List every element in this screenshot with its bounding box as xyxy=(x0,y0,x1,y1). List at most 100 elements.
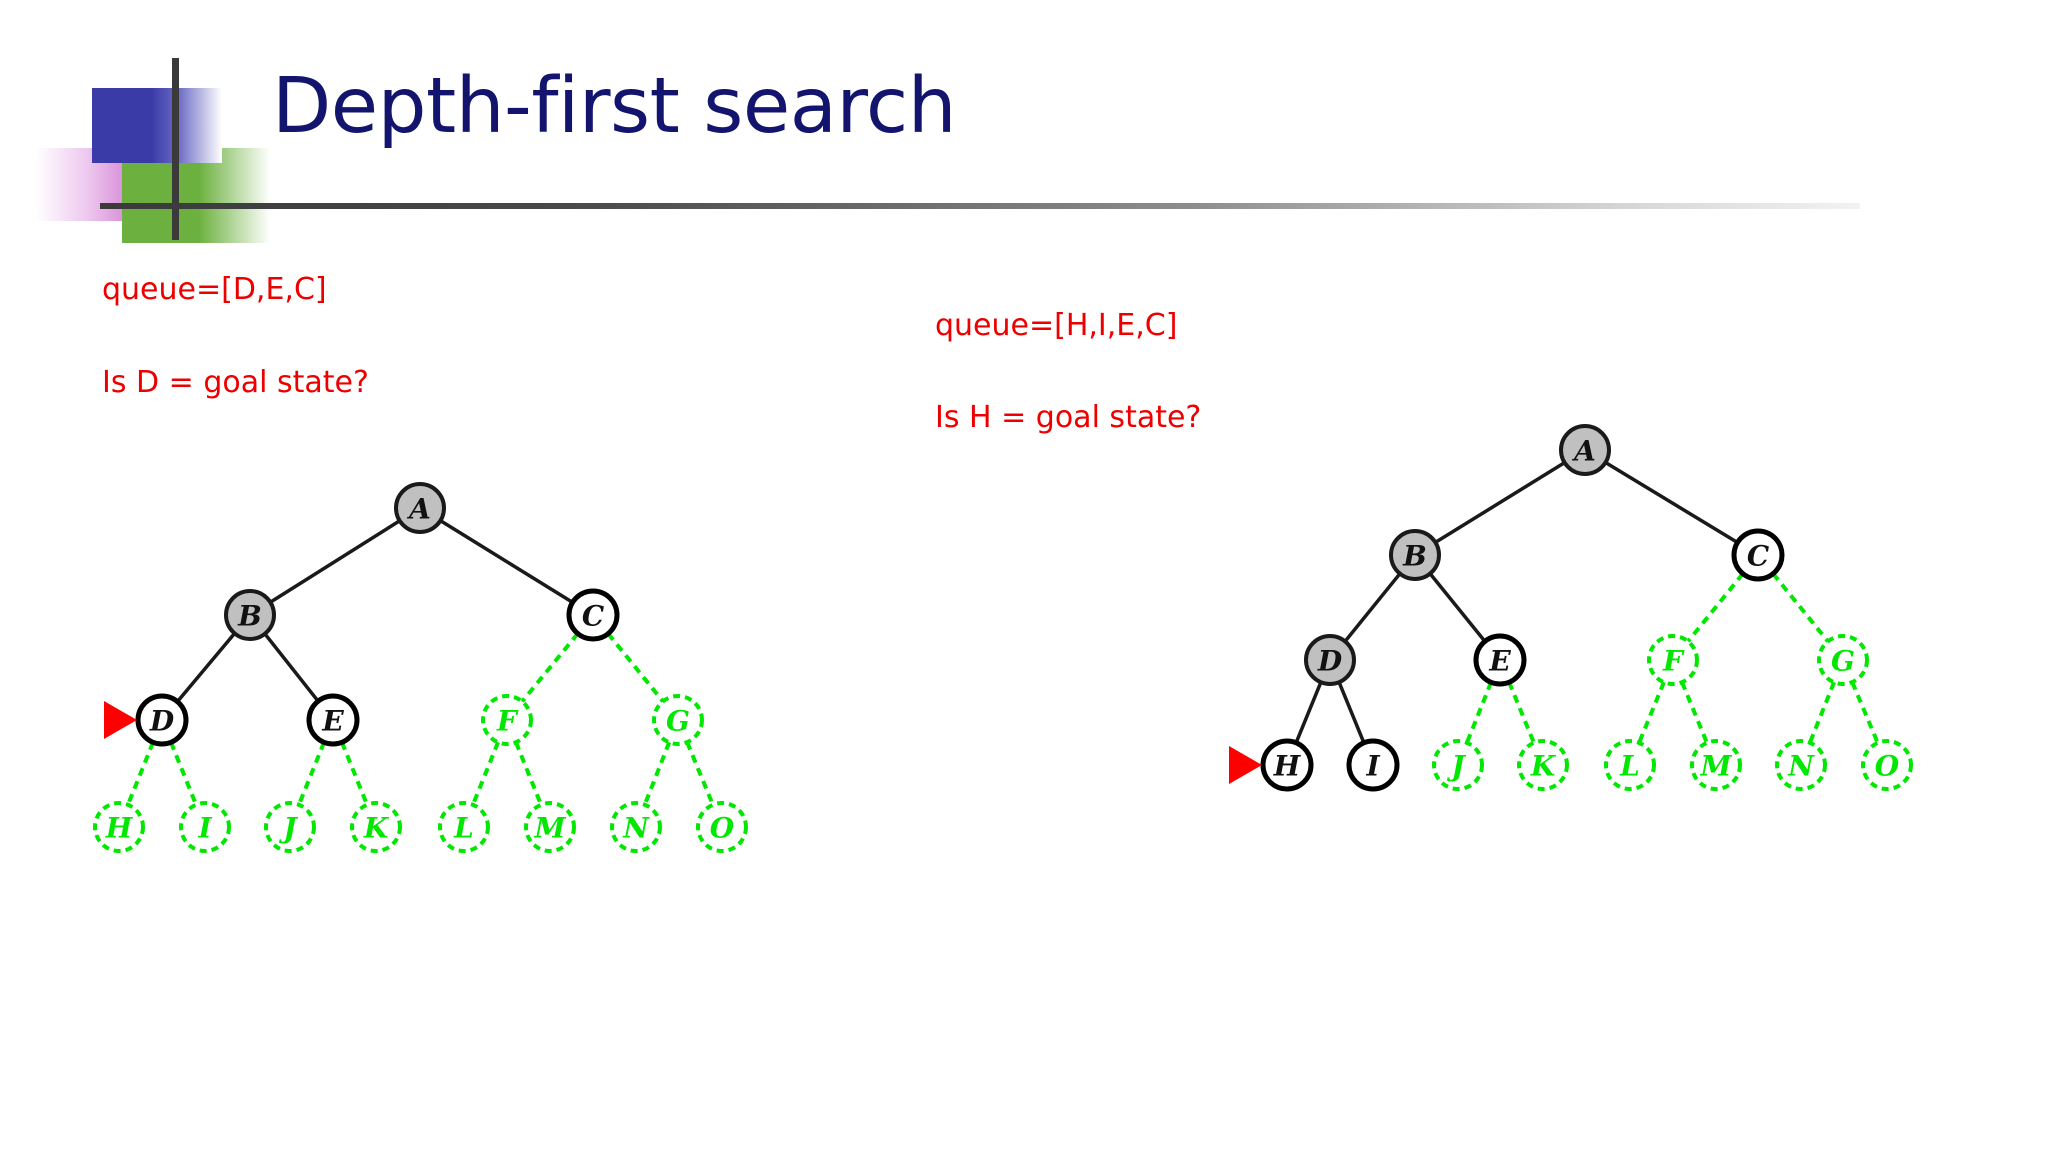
node-circle-H xyxy=(1260,738,1314,792)
tree-node-M[interactable]: M xyxy=(524,801,576,853)
node-circle-A xyxy=(1559,424,1611,476)
tree-edge-F-L xyxy=(471,741,500,806)
node-label-O: O xyxy=(710,812,735,845)
tree-edge-C-G xyxy=(606,632,665,703)
node-label-H: H xyxy=(1273,750,1302,783)
node-label-A: A xyxy=(406,493,431,526)
node-label-L: L xyxy=(1619,750,1640,783)
tree-node-A[interactable]: A xyxy=(394,482,446,534)
node-label-F: F xyxy=(1662,645,1685,678)
tree-node-C[interactable]: C xyxy=(1731,528,1785,582)
tree-node-B[interactable]: B xyxy=(224,589,276,641)
left-goal-question: Is D = goal state? xyxy=(102,365,369,400)
tree-node-D[interactable]: D xyxy=(1304,634,1356,686)
tree-edge-A-C xyxy=(439,519,574,604)
slide-header: Depth-first search xyxy=(0,0,2048,250)
tree-node-D[interactable]: D xyxy=(135,693,189,747)
tree-node-K[interactable]: K xyxy=(1517,739,1569,791)
node-circle-D xyxy=(1304,634,1356,686)
tree-edge-F-M xyxy=(514,741,543,806)
node-circle-J xyxy=(264,801,316,853)
tree-edge-G-O xyxy=(685,741,715,806)
tree-node-F[interactable]: F xyxy=(481,694,533,746)
tree-edge-B-D xyxy=(1343,572,1402,643)
node-label-M: M xyxy=(534,812,567,845)
tree-edge-G-N xyxy=(1808,681,1836,744)
tree-edge-D-I xyxy=(1337,681,1366,744)
node-circle-L xyxy=(1604,739,1656,791)
node-label-A: A xyxy=(1571,435,1596,468)
current-node-pointer-D xyxy=(104,701,137,739)
tree-node-A[interactable]: A xyxy=(1559,424,1611,476)
node-circle-A xyxy=(394,482,446,534)
node-circle-I xyxy=(179,801,231,853)
tree-node-L[interactable]: L xyxy=(1604,739,1656,791)
node-circle-O xyxy=(696,801,748,853)
tree-node-E[interactable]: E xyxy=(306,693,360,747)
tree-edge-B-E xyxy=(1428,572,1487,643)
node-circle-E xyxy=(1473,633,1527,687)
tree-node-I[interactable]: I xyxy=(1346,738,1400,792)
node-label-B: B xyxy=(1402,540,1427,573)
node-circle-H xyxy=(93,801,145,853)
tree-node-I[interactable]: I xyxy=(179,801,231,853)
tree-edge-E-J xyxy=(1465,681,1493,744)
decor-vertical-rule xyxy=(172,58,179,240)
node-circle-C xyxy=(1731,528,1785,582)
node-label-O: O xyxy=(1875,750,1900,783)
tree-node-N[interactable]: N xyxy=(1775,739,1827,791)
tree-edge-A-B xyxy=(269,519,401,604)
tree-edge-D-I xyxy=(169,741,198,806)
node-circle-L xyxy=(438,801,490,853)
tree-edge-C-F xyxy=(1686,572,1745,643)
tree-node-E[interactable]: E xyxy=(1473,633,1527,687)
tree-node-F[interactable]: F xyxy=(1647,634,1699,686)
node-label-G: G xyxy=(1831,645,1855,678)
tree-edge-E-K xyxy=(340,741,369,806)
right-goal-question: Is H = goal state? xyxy=(935,400,1202,435)
tree-node-J[interactable]: J xyxy=(264,801,316,853)
tree-node-M[interactable]: M xyxy=(1690,739,1742,791)
node-circle-F xyxy=(1647,634,1699,686)
node-label-B: B xyxy=(237,600,262,633)
node-label-J: J xyxy=(278,812,298,845)
node-circle-B xyxy=(224,589,276,641)
node-circle-N xyxy=(610,801,662,853)
node-label-F: F xyxy=(496,705,519,738)
current-node-pointer-H xyxy=(1229,746,1262,784)
tree-edge-C-G xyxy=(1771,572,1830,643)
tree-node-O[interactable]: O xyxy=(1861,739,1913,791)
tree-node-N[interactable]: N xyxy=(610,801,662,853)
tree-node-H[interactable]: H xyxy=(93,801,145,853)
node-circle-D xyxy=(135,693,189,747)
node-circle-G xyxy=(652,694,704,746)
tree-edge-B-E xyxy=(263,632,320,703)
tree-edges xyxy=(126,519,715,806)
tree-node-G[interactable]: G xyxy=(652,694,704,746)
tree-node-O[interactable]: O xyxy=(696,801,748,853)
node-circle-G xyxy=(1817,634,1869,686)
tree-edge-C-F xyxy=(520,632,580,703)
tree-edges xyxy=(1294,460,1880,744)
tree-edge-E-J xyxy=(297,741,326,806)
node-circle-M xyxy=(1690,739,1742,791)
node-circle-J xyxy=(1432,739,1484,791)
node-circle-F xyxy=(481,694,533,746)
node-label-C: C xyxy=(582,600,605,633)
tree-node-H[interactable]: H xyxy=(1260,738,1314,792)
tree-node-J[interactable]: J xyxy=(1432,739,1484,791)
tree-node-B[interactable]: B xyxy=(1389,529,1441,581)
tree-node-K[interactable]: K xyxy=(350,801,402,853)
tree-node-G[interactable]: G xyxy=(1817,634,1869,686)
node-label-I: I xyxy=(1365,750,1380,783)
node-label-J: J xyxy=(1446,750,1466,783)
page-title: Depth-first search xyxy=(272,62,957,151)
tree-node-L[interactable]: L xyxy=(438,801,490,853)
node-label-K: K xyxy=(363,812,390,845)
tree-edge-D-H xyxy=(126,741,155,806)
tree-node-C[interactable]: C xyxy=(566,588,620,642)
